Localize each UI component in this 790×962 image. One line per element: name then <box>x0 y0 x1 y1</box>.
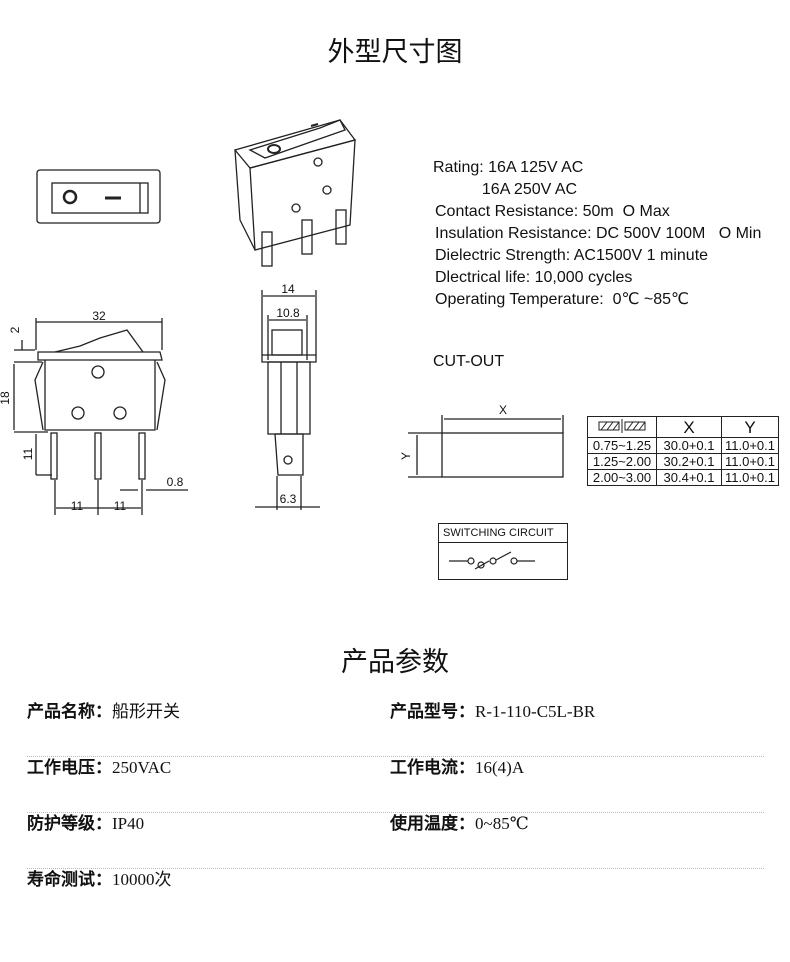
dimension-drawings: 32 2 18 11 11 11 0.8 14 10.8 6.3 <box>0 119 564 515</box>
param-protection: 防护等级：IP40 <box>27 812 144 836</box>
col-x: X <box>656 416 722 438</box>
spec-rating-2: 16A 250V AC <box>433 181 578 198</box>
dim-width: 32 <box>92 309 106 323</box>
param-value: 16(4)A <box>475 758 525 777</box>
cell: 0.75~1.25 <box>587 437 657 454</box>
param-label: 防护等级： <box>27 814 112 834</box>
cell: 30.4+0.1 <box>656 469 722 486</box>
spec-dielectric-strength: Dielectric Strength: AC1500V 1 minute <box>435 247 709 264</box>
spec-rating: Rating: 16A 125V AC <box>433 159 584 176</box>
cell: 30.2+0.1 <box>656 453 722 470</box>
dim-pitch-1: 11 <box>71 499 84 513</box>
cell: 11.0+0.1 <box>721 469 779 486</box>
param-value: 250VAC <box>112 758 172 777</box>
front-view <box>36 169 161 224</box>
dim-rocker: 2 <box>8 326 22 333</box>
off-symbol-icon <box>62 189 78 205</box>
dim-body-height: 18 <box>0 391 12 405</box>
param-life-test: 寿命测试：10000次 <box>27 868 172 892</box>
cutout-diagram: X Y <box>399 403 564 478</box>
spec-insulation-resistance: Insulation Resistance: DC 500V 100M O Mi… <box>435 225 762 242</box>
param-row: 产品名称：船形开关 产品型号：R-1-110-C5L-BR <box>27 700 764 757</box>
dim-side-inner: 10.8 <box>276 306 300 320</box>
outline-title: 外型尺寸图 <box>327 37 463 68</box>
cell: 2.00~3.00 <box>587 469 657 486</box>
param-label: 使用温度： <box>390 814 475 834</box>
spec-electrical-life: Dlectrical life: 10,000 cycles <box>435 269 633 286</box>
param-value: R-1-110-C5L-BR <box>475 702 596 721</box>
param-value: 船形开关 <box>112 702 180 721</box>
param-label: 工作电流： <box>390 758 475 778</box>
switching-circuit-box: SWITCHING CIRCUIT <box>438 523 568 580</box>
cutout-y-label: Y <box>399 452 413 460</box>
param-label: 寿命测试： <box>27 870 112 890</box>
dim-terminal-width: 6.3 <box>280 492 297 506</box>
param-value: 0~85℃ <box>475 814 529 833</box>
param-temperature: 使用温度：0~85℃ <box>390 812 529 836</box>
params-title: 产品参数 <box>341 647 449 678</box>
table-header-row: X Y <box>587 416 779 438</box>
switching-circuit-label: SWITCHING CIRCUIT <box>439 524 567 543</box>
spec-contact-resistance: Contact Resistance: 50m O Max <box>435 203 670 220</box>
param-value: IP40 <box>112 814 145 833</box>
param-row: 寿命测试：10000次 <box>27 868 764 924</box>
param-value: 10000次 <box>112 870 172 889</box>
cell: 11.0+0.1 <box>721 453 779 470</box>
cell: 1.25~2.00 <box>587 453 657 470</box>
col-y: Y <box>721 416 779 438</box>
switch-symbol-icon <box>449 551 535 570</box>
param-label: 产品名称： <box>27 702 112 722</box>
spec-operating-temp: Operating Temperature: 0℃ ~85℃ <box>435 291 689 308</box>
param-row: 工作电压：250VAC 工作电流：16(4)A <box>27 756 764 813</box>
param-voltage: 工作电压：250VAC <box>27 756 171 780</box>
dim-side-width: 14 <box>281 282 295 296</box>
edge-view: 14 10.8 6.3 <box>255 282 320 510</box>
panel-thickness-icon <box>587 416 657 438</box>
cell: 30.0+0.1 <box>656 437 722 454</box>
dim-pitch-2: 11 <box>114 499 127 513</box>
dim-pin-thickness: 0.8 <box>167 475 184 489</box>
isometric-view <box>233 119 357 267</box>
cutout-label: CUT-OUT <box>433 353 505 370</box>
dim-pin-length: 11 <box>21 447 35 460</box>
param-product-name: 产品名称：船形开关 <box>27 700 180 724</box>
param-model: 产品型号：R-1-110-C5L-BR <box>390 700 595 724</box>
param-current: 工作电流：16(4)A <box>390 756 524 780</box>
param-label: 产品型号： <box>390 702 475 722</box>
side-view: 32 2 18 11 11 11 0.8 <box>0 309 188 515</box>
cutout-x-label: X <box>499 403 507 417</box>
param-row: 防护等级：IP40 使用温度：0~85℃ <box>27 812 764 869</box>
cell: 11.0+0.1 <box>721 437 779 454</box>
param-label: 工作电压： <box>27 758 112 778</box>
